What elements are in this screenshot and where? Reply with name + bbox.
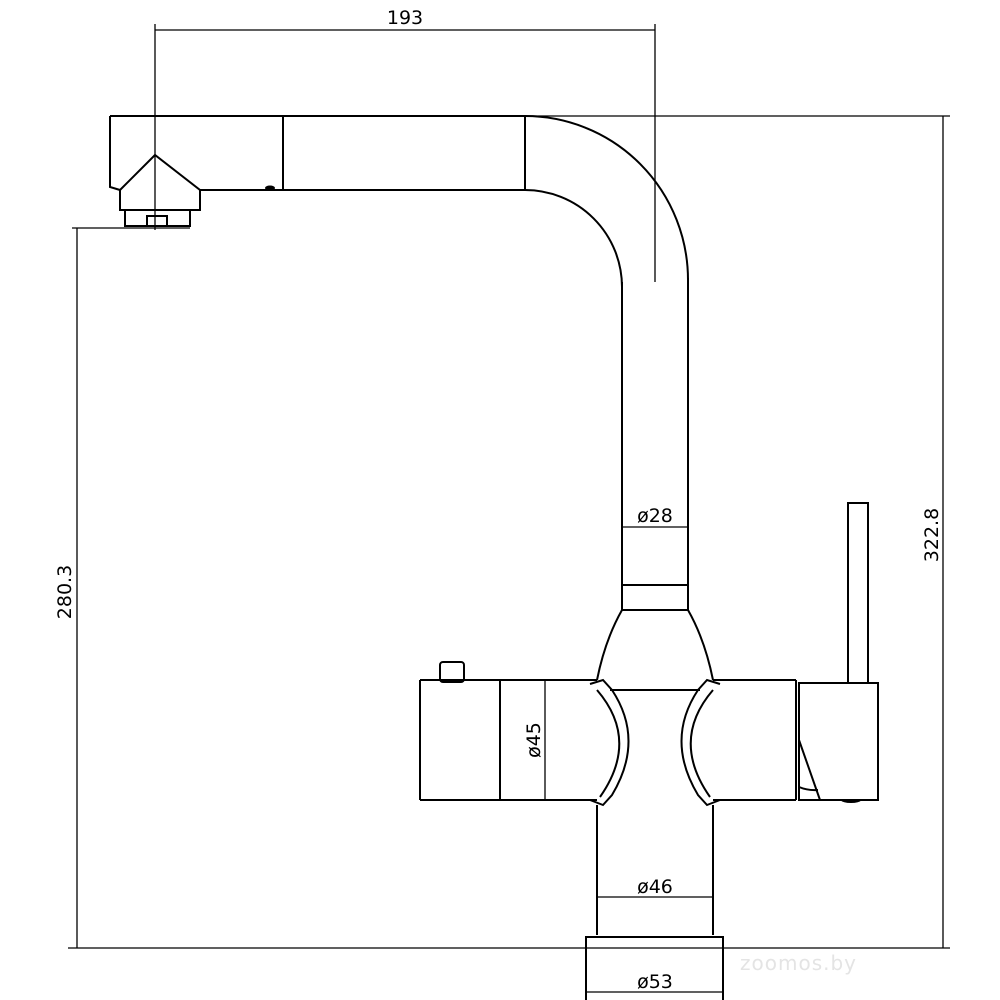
- spout: [109, 115, 689, 288]
- dimension-spout-height: 280.3: [54, 227, 950, 949]
- watermark: zoomos.by: [740, 951, 857, 975]
- dim-53-label: ø53: [637, 971, 673, 993]
- stem-and-base: ø46 ø53: [585, 805, 724, 1000]
- dimension-total-height: 322.8: [525, 115, 950, 948]
- dimension-reach: 193: [154, 7, 656, 282]
- dim-280-label: 280.3: [54, 565, 76, 619]
- filter-lever: [798, 502, 879, 804]
- dim-322-label: 322.8: [921, 508, 943, 562]
- dim-28-label: ø28: [637, 505, 673, 527]
- dim-45-label: ø45: [523, 722, 545, 758]
- mixer-body: ø45: [419, 661, 797, 807]
- column: ø28: [596, 278, 714, 681]
- dim-193-label: 193: [387, 7, 423, 29]
- dim-46-label: ø46: [637, 876, 673, 898]
- button-knob: [439, 661, 465, 683]
